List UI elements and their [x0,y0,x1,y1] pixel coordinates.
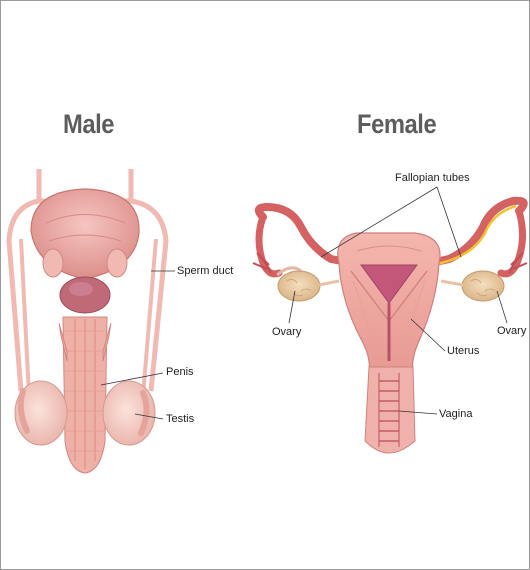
male-reproductive-system [6,169,175,474]
label-sperm-duct: Sperm duct [177,265,234,277]
sperm-duct-left [6,169,42,392]
ovary-left [277,270,321,302]
vagina [364,366,416,454]
label-vagina: Vagina [439,408,473,420]
female-heading: Female [357,109,437,139]
ovary-right [461,270,505,302]
label-uterus: Uterus [447,345,480,357]
label-ovary-right: Ovary [497,325,527,337]
fallopian-tube-left [254,202,357,267]
label-fallopian-tubes: Fallopian tubes [395,172,470,184]
female-reproductive-system [252,186,528,454]
label-testis: Testis [166,413,195,425]
label-ovary-left: Ovary [272,326,302,338]
egg-path-arrow [418,204,517,271]
male-heading: Male [63,109,115,139]
sperm-duct-right [128,169,169,392]
fallopian-tube-right [417,196,528,269]
uterine-cavity [360,264,418,304]
label-penis: Penis [166,366,194,378]
